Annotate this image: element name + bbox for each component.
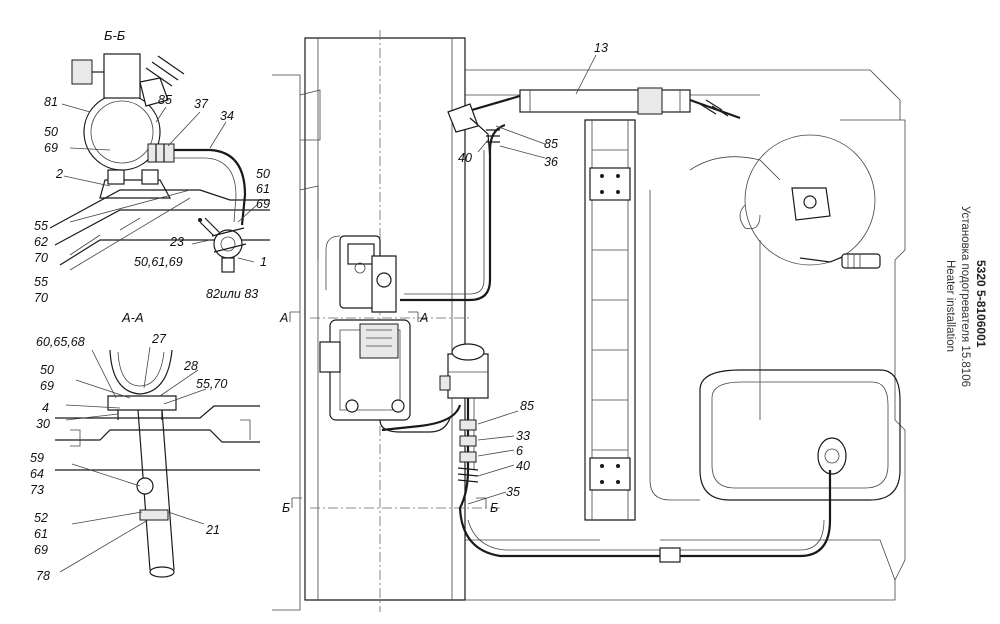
frame-rail-inner: [317, 38, 453, 600]
section-bb-title: Б-Б: [104, 28, 126, 43]
callout-bb-81: 81: [44, 95, 58, 109]
leader-lines: [59, 54, 597, 573]
callout-bb-50b: 50: [256, 167, 270, 181]
callout-bb-8283: 82или 83: [206, 287, 258, 301]
callout-bb-55a: 55: [34, 219, 48, 233]
title-russian: Установка подогревателя 15.8106: [959, 206, 971, 387]
bb-hose-34: [150, 148, 247, 226]
marker-b-left: Б: [282, 501, 290, 515]
tank-fitting: [817, 437, 847, 475]
callout-aa-61: 61: [34, 527, 48, 541]
title-block: 5320 5-8106001 Установка подогревателя 1…: [944, 206, 988, 387]
callout-aa-4: 4: [42, 401, 49, 415]
callout-bb-23: 23: [169, 235, 184, 249]
callout-main-85a: 85: [544, 137, 558, 151]
callout-main-36: 36: [544, 155, 558, 169]
callout-bb-1: 1: [260, 255, 267, 269]
callout-bb-62: 62: [34, 235, 48, 249]
callout-main-6: 6: [516, 444, 523, 458]
callout-aa-52: 52: [34, 511, 48, 525]
callout-main-33: 33: [516, 429, 530, 443]
callout-aa-78: 78: [36, 569, 50, 583]
return-pipe-35: [458, 398, 832, 558]
fuel-tank: [699, 369, 901, 501]
callout-aa-59: 59: [30, 451, 44, 465]
bracket-right: [791, 187, 831, 221]
section-bb-view: [49, 53, 270, 273]
callout-bb-34: 34: [220, 109, 234, 123]
callout-bb-70b: 70: [34, 291, 48, 305]
cross-member: [584, 119, 636, 521]
callout-aa-28: 28: [183, 359, 198, 373]
callout-aa-606568: 60,65,68: [36, 335, 85, 349]
callout-aa-69: 69: [40, 379, 54, 393]
callout-aa-50: 50: [40, 363, 54, 377]
callout-bb-69: 69: [44, 141, 58, 155]
callout-aa-73: 73: [30, 483, 44, 497]
mount-plate-lower: [589, 457, 631, 491]
labels: Б-Б А-А А А Б Б 81 85 37 34 50 69 2 50 6…: [30, 28, 608, 583]
callout-bb-55b: 55: [34, 275, 48, 289]
callout-aa-64: 64: [30, 467, 44, 481]
callout-main-35: 35: [506, 485, 520, 499]
marker-a-right: А: [419, 311, 428, 325]
exhaust-pipe-13: [519, 89, 691, 113]
callout-aa-5570: 55,70: [196, 377, 227, 391]
callout-bb-2: 2: [55, 167, 63, 181]
marker-a-left: А: [279, 311, 288, 325]
mount-plate-upper: [589, 167, 631, 201]
callout-bb-50: 50: [44, 125, 58, 139]
drain-valve: [841, 253, 881, 269]
wheel-arch: [744, 134, 876, 266]
callout-bb-85: 85: [158, 93, 172, 107]
marker-b-right: Б: [490, 501, 498, 515]
drawing-number: 5320 5-8106001: [974, 260, 988, 348]
callout-bb-70a: 70: [34, 251, 48, 265]
callout-aa-27: 27: [151, 332, 167, 346]
callout-bb-506169: 50,61,69: [134, 255, 183, 269]
exhaust-nozzle: [447, 103, 479, 133]
frame-rail-outline: [304, 37, 466, 601]
callout-main-13: 13: [594, 41, 608, 55]
callout-aa-21: 21: [205, 523, 220, 537]
title-english: Heater installation: [944, 260, 956, 352]
callout-aa-69b: 69: [34, 543, 48, 557]
callout-main-85b: 85: [520, 399, 534, 413]
main-view: [272, 30, 906, 612]
clamp-13: [637, 87, 663, 115]
callout-bb-61: 61: [256, 182, 270, 196]
heater-unit: [319, 235, 462, 433]
section-aa-title: А-А: [121, 310, 144, 325]
aa-heater-bowl: [109, 349, 173, 395]
section-aa-view: [55, 349, 260, 578]
callout-bb-69b: 69: [256, 197, 270, 211]
callout-aa-30: 30: [36, 417, 50, 431]
callout-main-40a: 40: [458, 151, 472, 165]
bb-top-clamp: [103, 53, 141, 99]
callout-main-40b: 40: [516, 459, 530, 473]
callout-bb-37: 37: [194, 97, 209, 111]
